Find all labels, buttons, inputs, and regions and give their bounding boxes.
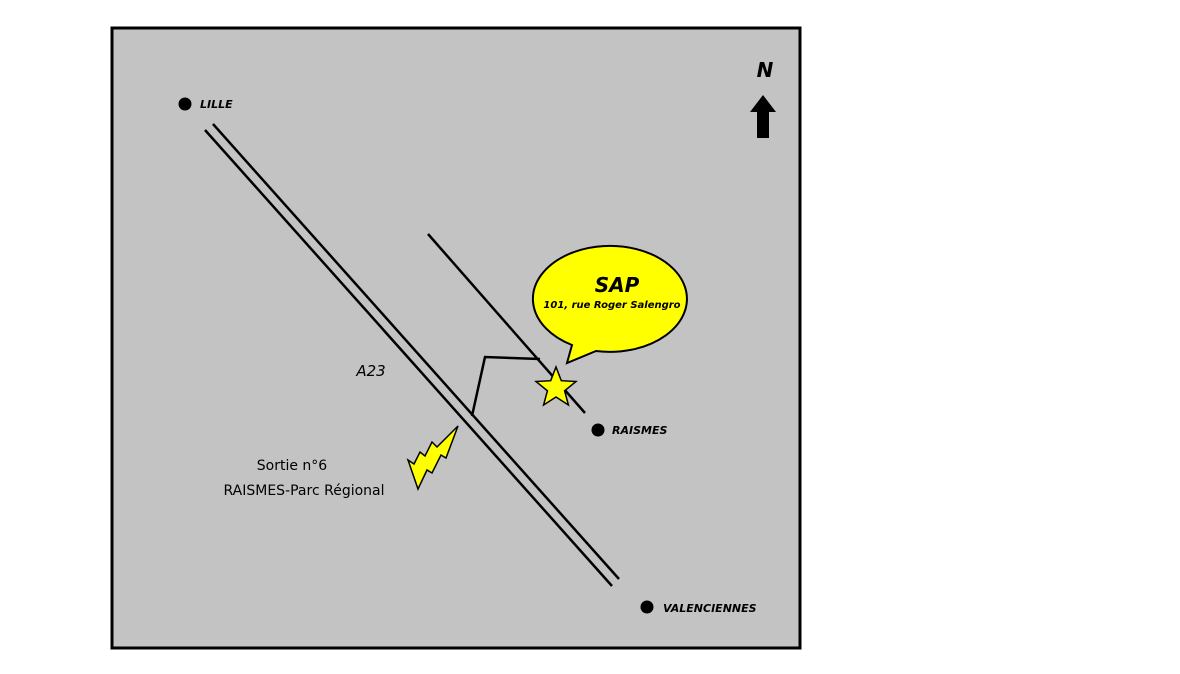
exit-number-label: Sortie n°6: [257, 458, 328, 474]
motorway-line-east: [212, 123, 620, 580]
motorway-line-west: [204, 129, 613, 587]
exit-connector-road: [470, 355, 541, 417]
exit-name-label: RAISMES-Parc Régional: [224, 483, 385, 499]
destination-name: SAP: [595, 273, 640, 297]
city-label: VALENCIENNES: [663, 602, 757, 615]
north-label: N: [757, 58, 774, 82]
city-valenciennes: VALENCIENNES: [640, 600, 757, 615]
city-dot-icon: [591, 423, 605, 437]
map-area: [110, 26, 802, 650]
north-arrow-icon: [750, 95, 776, 138]
city-label: RAISMES: [612, 424, 667, 437]
city-lille: LILLE: [178, 97, 233, 111]
lightning-icon: [406, 425, 459, 491]
city-dot-icon: [178, 97, 192, 111]
motorway-a23: [204, 123, 620, 587]
speech-bubble-icon: [531, 244, 688, 365]
city-raismes: RAISMES: [591, 423, 667, 437]
destination-address: 101, rue Roger Salengro: [543, 300, 680, 311]
motorway-label: A23: [355, 362, 385, 380]
destination-callout: SAP 101, rue Roger Salengro: [531, 244, 688, 365]
city-dot-icon: [640, 600, 654, 614]
city-label: LILLE: [200, 98, 233, 111]
star-icon: [534, 364, 578, 407]
